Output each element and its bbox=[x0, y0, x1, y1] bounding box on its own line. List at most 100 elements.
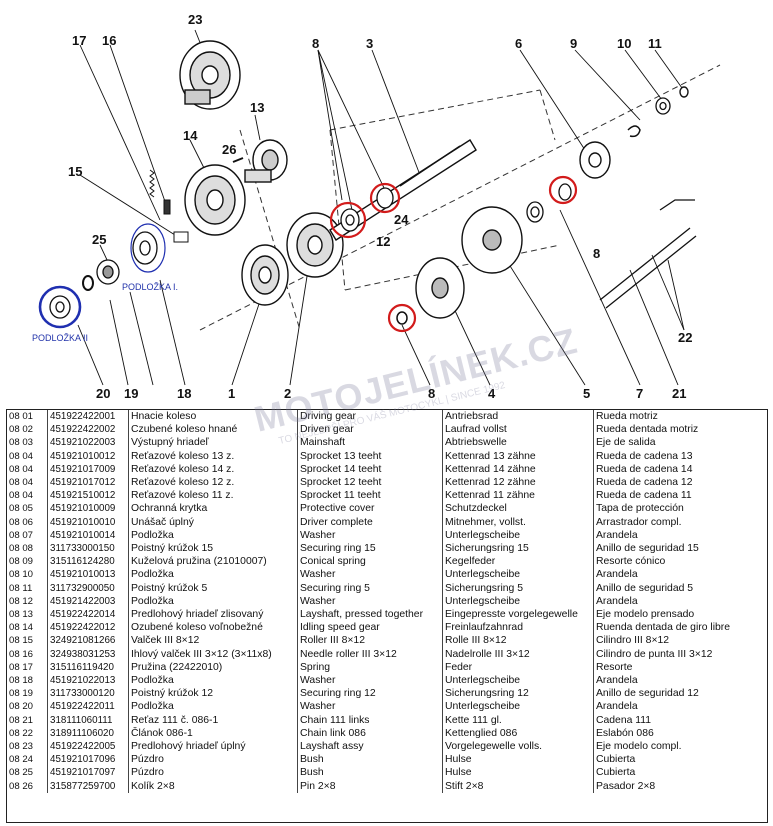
callout-14: 14 bbox=[183, 128, 198, 143]
callout-3: 3 bbox=[366, 36, 373, 51]
cell-name-sk: Podložka bbox=[128, 674, 298, 688]
callout-17: 17 bbox=[72, 33, 86, 48]
cell-part-number: 311732900050 bbox=[47, 581, 129, 595]
cell-position: 08 10 bbox=[7, 568, 48, 582]
callout-20: 20 bbox=[96, 386, 110, 401]
cell-name-es: Arandela bbox=[596, 595, 638, 607]
washer-8b bbox=[396, 311, 408, 325]
cell-position: 08 02 bbox=[7, 423, 48, 437]
cell-name-de: Schutzdeckel bbox=[442, 502, 594, 516]
cell-name-en: Washer bbox=[297, 568, 443, 582]
cell-name-en: Conical spring bbox=[297, 555, 443, 569]
cell-name-es: Arandela bbox=[596, 569, 638, 581]
cell-name-en: Driven gear bbox=[297, 423, 443, 437]
dashed-axis-lines bbox=[199, 64, 721, 331]
cell-part-number: 315877259700 bbox=[47, 779, 129, 793]
cell-position: 08 15 bbox=[7, 634, 48, 648]
cell-name-en: Washer bbox=[297, 594, 443, 609]
cell-part-number: 451921010013 bbox=[47, 568, 129, 582]
leader-lines bbox=[77, 29, 685, 386]
cell-name-sk: Poistný krúžok 12 bbox=[128, 687, 298, 701]
cell-name-en: Spring bbox=[297, 660, 443, 675]
highlight-circles-blue bbox=[38, 223, 166, 329]
cell-part-number: 451921017096 bbox=[47, 753, 129, 767]
cell-name-en: Pin 2×8 bbox=[297, 779, 443, 793]
cell-name-sk: Predlohový hriadeľ úplný bbox=[128, 740, 298, 754]
sprocket-4 bbox=[415, 257, 465, 319]
cell-name-es: Rueda de cadena 11 bbox=[596, 490, 692, 502]
cell-name-sk: Kuželová pružina (21010007) bbox=[128, 555, 298, 569]
cell-name-de: Kettenrad 11 zähne bbox=[442, 489, 594, 503]
cell-name-de: Unterlegscheibe bbox=[442, 674, 594, 688]
bush-25 bbox=[96, 259, 120, 285]
cell-name-es: Anillo de seguridad 12 bbox=[596, 688, 699, 700]
washer-20 bbox=[49, 295, 71, 319]
cell-name-es: Cadena 111 bbox=[596, 714, 652, 726]
cell-name-en: Chain link 086 bbox=[297, 726, 443, 741]
cell-name-sk: Poistný krúžok 15 bbox=[128, 542, 298, 556]
washer-8 bbox=[558, 183, 572, 201]
cell-name-en: Sprocket 14 teeht bbox=[297, 462, 443, 477]
cell-part-number: 318111060111 bbox=[47, 713, 129, 727]
cell-name-de: Stift 2×8 bbox=[442, 779, 594, 793]
cell-name-en: Sprocket 11 teeht bbox=[297, 489, 443, 503]
callout-2: 2 bbox=[284, 386, 291, 401]
cell-name-es: Eje modelo compl. bbox=[596, 741, 682, 753]
spring-16 bbox=[149, 169, 171, 215]
cell-name-de: Kettenrad 13 zähne bbox=[442, 449, 594, 463]
cell-part-number: 451922422005 bbox=[47, 740, 129, 754]
cell-name-es: Eje modelo prensado bbox=[596, 609, 695, 621]
cell-part-number: 451921510012 bbox=[47, 489, 129, 503]
cell-part-number: 451921010014 bbox=[47, 528, 129, 543]
cell-part-number: 451922422014 bbox=[47, 608, 129, 622]
callout-11: 11 bbox=[648, 36, 662, 51]
cell-name-de: Abtriebswelle bbox=[442, 436, 594, 450]
cell-name-es: Resorte cónico bbox=[596, 556, 666, 568]
gear-1 bbox=[241, 244, 289, 306]
cell-name-de: Kette 111 gl. bbox=[442, 713, 594, 727]
cell-position: 08 04 bbox=[7, 449, 48, 463]
cell-part-number: 451921422003 bbox=[47, 594, 129, 609]
callout-6: 6 bbox=[515, 36, 522, 51]
cell-name-es: Arrastrador compl. bbox=[596, 516, 682, 528]
cell-position: 08 18 bbox=[7, 674, 48, 688]
cell-part-number: 318911106020 bbox=[47, 726, 129, 741]
cell-name-de: Unterlegscheibe bbox=[442, 700, 594, 714]
cell-part-number: 451922422012 bbox=[47, 621, 129, 635]
cell-name-en: Securing ring 5 bbox=[297, 581, 443, 595]
cell-name-sk: Púzdro bbox=[128, 766, 298, 780]
callout-13: 13 bbox=[250, 100, 264, 115]
cell-name-en: Needle roller III 3×12 bbox=[297, 647, 443, 661]
cell-name-de: Unterlegscheibe bbox=[442, 568, 594, 582]
cell-position: 08 25 bbox=[7, 766, 48, 780]
cover-5 bbox=[461, 206, 523, 274]
cell-name-es: Resorte bbox=[596, 661, 633, 673]
cell-position: 08 14 bbox=[7, 621, 48, 635]
cell-name-de: Laufrad vollst bbox=[442, 423, 594, 437]
gear-2 bbox=[286, 212, 344, 278]
cell-name-de: Freinlaufzahnrad bbox=[442, 621, 594, 635]
driver-6 bbox=[579, 141, 611, 179]
callout-5: 5 bbox=[583, 386, 590, 401]
cell-name-de: Kegelfeder bbox=[442, 555, 594, 569]
washer-10 bbox=[655, 97, 671, 115]
cell-name-sk: Kolík 2×8 bbox=[128, 779, 298, 793]
cell-name-en: Washer bbox=[297, 674, 443, 688]
cell-position: 08 23 bbox=[7, 740, 48, 754]
cell-name-de: Feder bbox=[442, 660, 594, 675]
cell-name-sk: Hnacie koleso bbox=[128, 410, 298, 424]
